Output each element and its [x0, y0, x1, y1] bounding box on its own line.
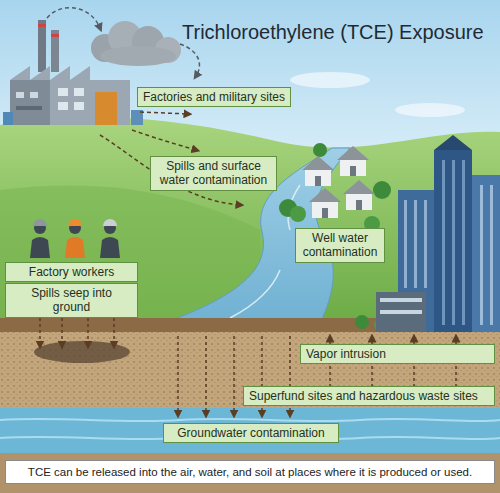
factory-part [16, 106, 42, 110]
sky-part [290, 72, 370, 88]
ground-layers [0, 318, 500, 493]
factory-part [10, 66, 130, 125]
factory-part [58, 88, 68, 96]
seep-arrows-part [233, 336, 235, 414]
ground-layers-part [0, 419, 500, 421]
factory-part [51, 30, 59, 72]
houses-part [312, 200, 338, 218]
city-part [424, 200, 427, 288]
soil-stain [34, 341, 130, 363]
factory-part [30, 92, 38, 98]
label-text: Spills and surface water contamination [156, 159, 271, 188]
houses [302, 146, 375, 218]
caption-box: TCE can be released into the air, water,… [5, 460, 495, 484]
label-box: Spills seep into ground [5, 283, 138, 318]
factory-part [58, 102, 68, 110]
houses-part [305, 168, 331, 186]
title: Trichloroethylene (TCE) Exposure [182, 20, 484, 44]
trees-part [290, 206, 306, 222]
label-box: Vapor intrusion [300, 344, 495, 364]
label-text: Spills seep into ground [11, 286, 132, 315]
factory-part [16, 92, 24, 98]
label-box: Spills and surface water contamination [150, 156, 277, 191]
spill-arrows-part [132, 130, 196, 150]
label-box: Superfund sites and hazardous waste site… [243, 386, 495, 406]
city-part [490, 185, 493, 325]
label-box: Factories and military sites [137, 87, 291, 107]
workers [30, 219, 120, 258]
city [376, 135, 500, 332]
factory-part [74, 102, 84, 110]
workers-part [100, 237, 120, 258]
workers-part [68, 219, 82, 226]
emission-cloud-part [100, 46, 176, 66]
trees-part [355, 315, 369, 329]
trees [279, 143, 391, 331]
workers-part [33, 219, 47, 226]
ground-layers-part [0, 408, 500, 453]
label-box: Groundwater contamination [163, 423, 339, 443]
city-part [462, 160, 465, 325]
label-text: Vapor intrusion [306, 347, 489, 361]
city-part [434, 135, 472, 150]
soil-stain-part [34, 341, 130, 363]
workers-part [103, 219, 117, 226]
city-part [472, 175, 500, 332]
city-part [452, 160, 455, 325]
label-text: Well water contamination [301, 231, 379, 260]
houses-part [322, 208, 328, 218]
label-box: Well water contamination [295, 228, 385, 263]
trees-part [313, 143, 327, 157]
houses-part [302, 156, 334, 170]
label-text: Factory workers [11, 265, 132, 279]
houses-part [309, 188, 341, 202]
houses-part [350, 166, 356, 176]
factory-part [51, 34, 59, 37]
ground-layers-part [0, 453, 500, 493]
houses-part [340, 158, 366, 176]
river-part [230, 270, 280, 318]
label-text: Factories and military sites [143, 90, 285, 104]
houses-part [337, 146, 369, 160]
trees-part [373, 181, 391, 199]
seep-arrows-part [177, 336, 179, 414]
city-part [480, 185, 483, 325]
factory-part [74, 88, 84, 96]
houses-part [315, 176, 321, 186]
city-part [380, 310, 422, 314]
seep-arrows-part [205, 336, 207, 414]
factory-part [38, 24, 46, 27]
spill-arrows-part [140, 112, 188, 114]
emission-cloud-part [180, 44, 199, 76]
city-part [404, 200, 407, 288]
workers-part [30, 237, 50, 258]
city-part [434, 150, 472, 332]
workers-part [65, 237, 85, 258]
houses-part [356, 200, 362, 210]
houses-part [346, 192, 372, 210]
city-part [414, 200, 417, 288]
factory-part [3, 112, 13, 125]
city-part [380, 298, 422, 302]
factory [3, 20, 143, 125]
factory-part [38, 20, 46, 72]
label-text: Groundwater contamination [169, 426, 333, 440]
houses-part [343, 180, 375, 194]
emission-cloud-part [47, 8, 100, 28]
sky-part [395, 103, 465, 117]
factory-part [10, 80, 50, 125]
factory-part [95, 92, 117, 125]
city-part [376, 292, 426, 332]
label-box: Factory workers [5, 262, 138, 282]
label-text: Superfund sites and hazardous waste site… [249, 389, 489, 403]
city-part [442, 160, 445, 325]
emission-cloud [47, 8, 199, 76]
